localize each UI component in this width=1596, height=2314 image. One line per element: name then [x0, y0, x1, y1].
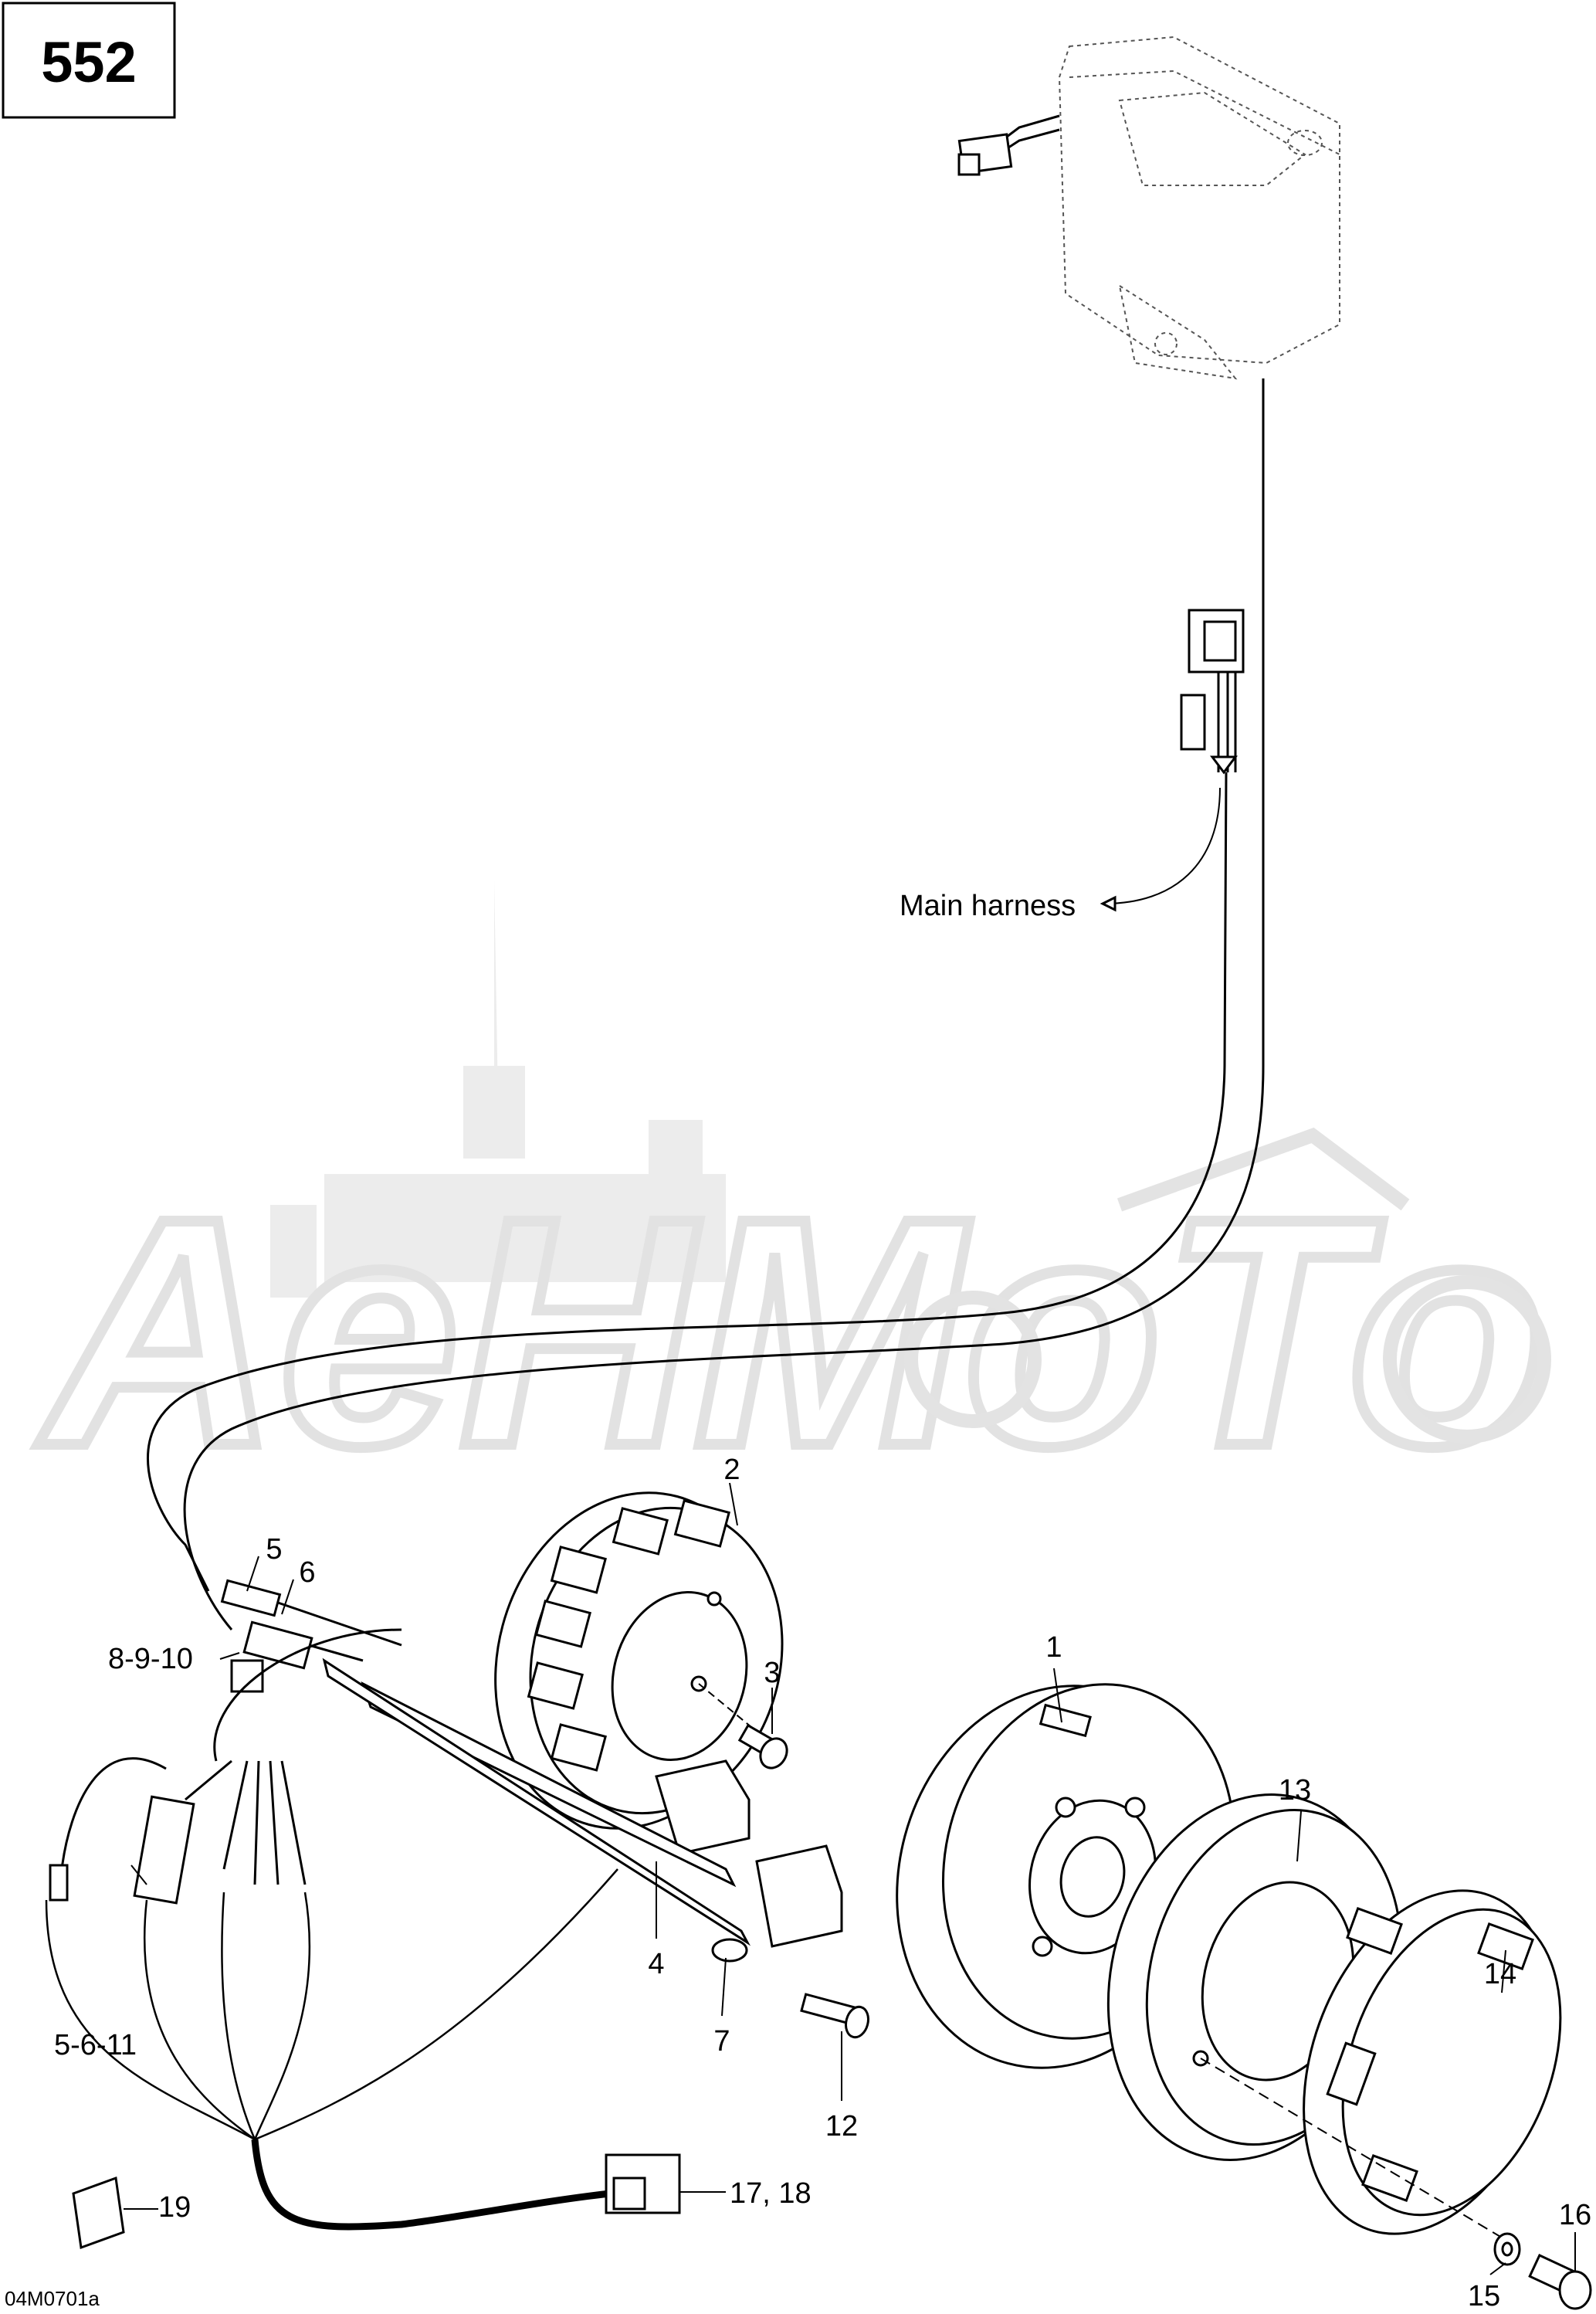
- callout-17-18: 17, 18: [730, 2177, 812, 2210]
- watermark: AeHMoTo: [29, 880, 1551, 1519]
- washer-and-bolt: [1493, 2232, 1592, 2310]
- callout-8-9-10: 8-9-10: [108, 1643, 193, 1675]
- callout-16: 16: [1559, 2199, 1591, 2231]
- callout-15: 15: [1468, 2280, 1500, 2312]
- stator: [494, 1491, 784, 1830]
- main-harness-label: Main harness: [900, 890, 1076, 922]
- callout-5: 5: [266, 1533, 282, 1566]
- callout-4: 4: [648, 1948, 664, 1980]
- starter-cup: [1200, 1889, 1562, 2241]
- callout-13: 13: [1279, 1774, 1311, 1807]
- left-connectors: [45, 1579, 618, 2231]
- page-number: 552: [41, 30, 136, 94]
- callout-14: 14: [1484, 1958, 1516, 1990]
- callout-6: 6: [299, 1556, 315, 1589]
- page-number-box: 552: [2, 2, 176, 119]
- callout-labels: Main harness 2 1 3 5 6 8-9-10 13 14 4 7 …: [5, 890, 1591, 2312]
- callout-19: 19: [158, 2191, 191, 2224]
- watermark-text: AeHMoTo: [35, 1152, 1546, 1514]
- callout-7: 7: [713, 2025, 730, 2058]
- callout-1: 1: [1045, 1631, 1062, 1664]
- connector-19: [72, 2176, 158, 2250]
- connector-17-18: [605, 2153, 726, 2214]
- callout-5-6-11: 5-6-11: [54, 2029, 137, 2061]
- drawing-code: 04M0701a: [5, 2287, 100, 2310]
- callout-12: 12: [825, 2110, 858, 2143]
- callout-3: 3: [764, 1657, 780, 1689]
- stator-screw: [698, 1683, 788, 1769]
- cdi-module: [957, 36, 1340, 380]
- harness-connector: [1180, 378, 1265, 775]
- trigger-coil: [322, 1657, 843, 1963]
- callout-2: 2: [723, 1454, 740, 1486]
- harness-routing: [147, 618, 1265, 1630]
- coil-screw: [800, 1993, 869, 2039]
- leader-lines: [130, 1482, 1576, 2275]
